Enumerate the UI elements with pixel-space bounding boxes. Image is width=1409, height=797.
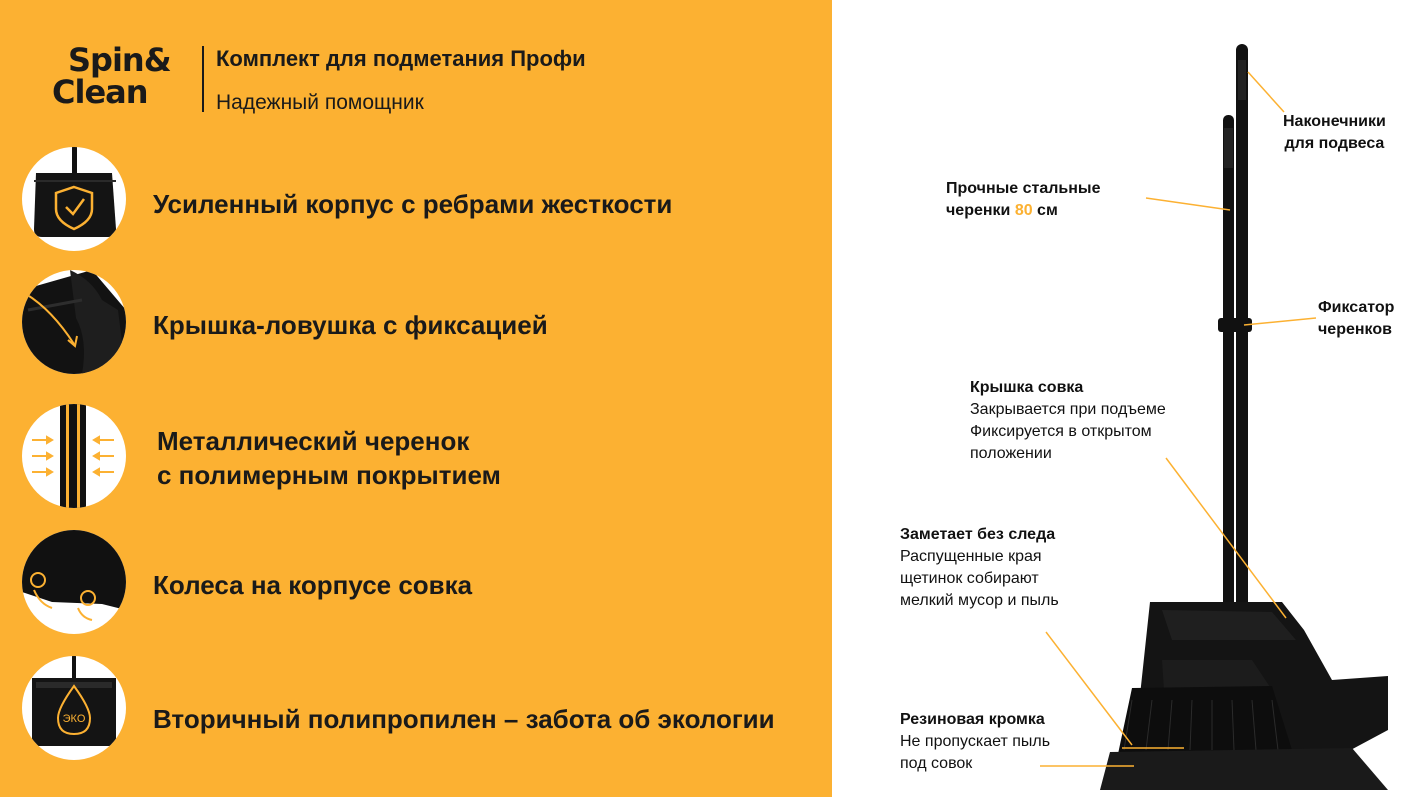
callout-edge-line1: Не пропускает пыль	[900, 733, 1051, 750]
product-diagram: Наконечники для подвеса Прочные стальные…	[832, 0, 1409, 797]
feature-text-4: Колеса на корпусе совка	[153, 570, 473, 600]
callout-handle-lock: Фиксатор черенков	[1318, 297, 1394, 341]
callout-dustpan-lid: Крышка совка Закрывается при подъеме Фик…	[970, 377, 1166, 465]
logo-line1: Spin&	[68, 41, 172, 79]
callout-tips-line2: для подвеса	[1284, 135, 1385, 152]
callout-handles-line1: Прочные стальные	[946, 180, 1101, 197]
feature-text-2: Крышка-ловушка с фиксацией	[153, 310, 548, 340]
feature-eco-material: ЭКО Вторичный полипропилен – забота об э…	[22, 656, 822, 762]
product-subtitle: Надежный помощник	[216, 91, 424, 114]
callout-lock-line2: черенков	[1318, 321, 1392, 338]
feature-text-5: Вторичный полипропилен – забота об эколо…	[153, 704, 775, 734]
callout-steel-handles: Прочные стальные черенки 80 см	[946, 178, 1100, 222]
feature-trap-lid: Крышка-ловушка с фиксацией	[22, 270, 822, 376]
feature-reinforced-body: Усиленный корпус с ребрами жесткости	[22, 147, 822, 253]
callout-sweep-line1: Распущенные края	[900, 548, 1042, 565]
logo-line2: Clean	[52, 73, 149, 111]
callout-lid-line1: Закрывается при подъеме	[970, 401, 1166, 418]
callout-tips-line1: Наконечники	[1283, 113, 1386, 130]
callout-sweep-line3: мелкий мусор и пыль	[900, 592, 1059, 609]
feature-text-3b: с полимерным покрытием	[157, 460, 501, 490]
eco-label: ЭКО	[63, 713, 86, 725]
callout-sweep-title: Заметает без следа	[900, 526, 1056, 543]
callout-lock-line1: Фиксатор	[1318, 299, 1395, 316]
handles-unit: см	[1032, 202, 1058, 219]
feature-coated-handle: Металлический черенок с полимерным покры…	[22, 404, 822, 510]
callout-edge-title: Резиновая кромка	[900, 711, 1045, 728]
callout-edge-line2: под совок	[900, 755, 973, 772]
spin-clean-logo: Spin& Clean	[52, 44, 192, 114]
feature-wheels: Колеса на корпусе совка	[22, 530, 822, 636]
callout-handles-line2: черенки 80 см	[946, 200, 1100, 222]
feature-text-1: Усиленный корпус с ребрами жесткости	[153, 189, 673, 219]
callout-lid-title: Крышка совка	[970, 379, 1084, 396]
dustpan-wheels-icon	[22, 530, 126, 634]
handles-length: 80	[1014, 202, 1033, 219]
logo-divider	[202, 46, 204, 112]
eco-drop-icon: ЭКО	[22, 656, 126, 760]
handles-prefix: черенки	[946, 202, 1015, 219]
callout-lid-line2: Фиксируется в открытом	[970, 423, 1152, 440]
dustpan-shield-icon	[22, 147, 126, 251]
product-title: Комплект для подметания Профи	[216, 46, 586, 71]
callout-lid-line3: положении	[970, 445, 1052, 462]
feature-text-3a: Металлический черенок	[157, 426, 470, 456]
callout-rubber-edge: Резиновая кромка Не пропускает пыль под …	[900, 709, 1050, 775]
callout-sweeping: Заметает без следа Распущенные края щети…	[900, 524, 1059, 612]
broom-dustpan-illustration	[1040, 44, 1388, 790]
callout-hanging-tips: Наконечники для подвеса	[1283, 111, 1386, 155]
features-panel: Spin& Clean Комплект для подметания Проф…	[0, 0, 832, 797]
callout-sweep-line2: щетинок собирают	[900, 570, 1039, 587]
coated-handle-icon	[22, 404, 126, 508]
trap-lid-icon	[22, 270, 126, 374]
